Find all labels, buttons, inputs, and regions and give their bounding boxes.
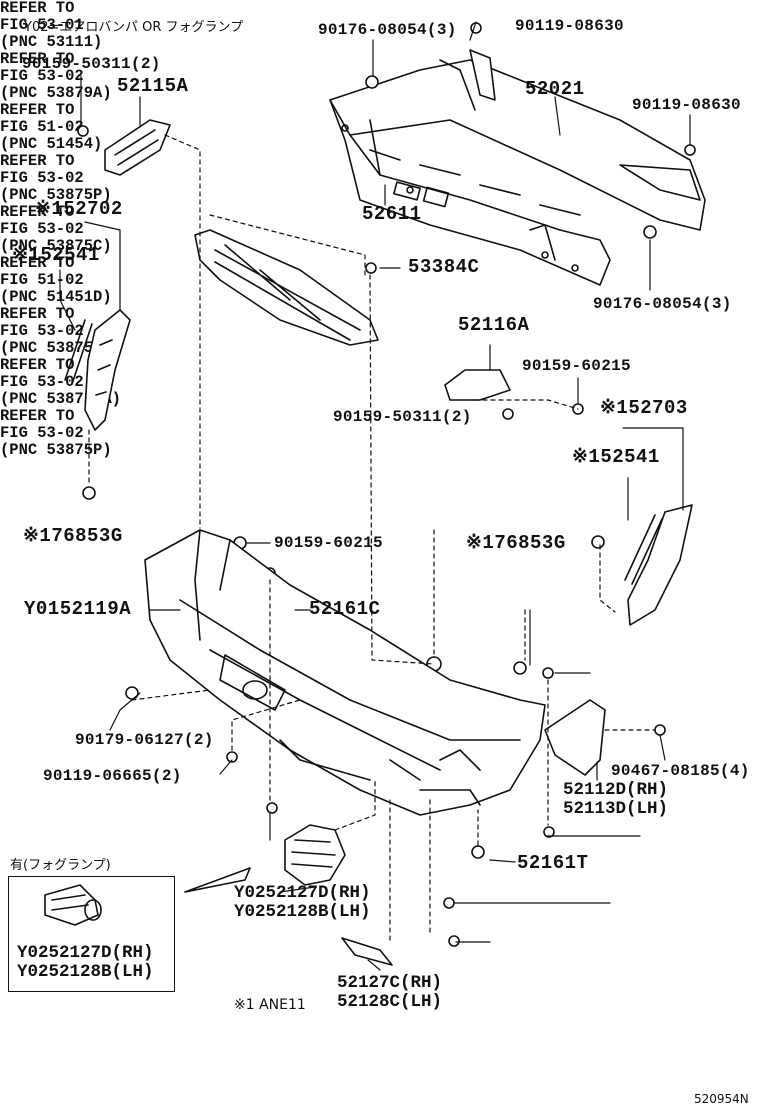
label-52702: ※152702 — [35, 198, 123, 220]
label-90119-08630-right: 90119-08630 — [632, 96, 741, 114]
label-52116A: 52116A — [458, 314, 530, 336]
label-90467-08185: 90467-08185(4) — [611, 762, 750, 780]
label-76853G-left: ※176853G — [23, 525, 123, 547]
assembly-lines — [88, 134, 656, 941]
label-Y0152119A: Y0152119A — [24, 598, 132, 620]
fog-lamp-cover — [184, 824, 346, 893]
inset-fog-lamp-drawing — [44, 884, 102, 926]
label-Y0252127D-Y0252128B: Y0252127D(RH) Y0252128B(LH) — [234, 884, 371, 922]
ref-fig-53-02-53879A: REFER TO FIG 53-02 (PNC 53879A) — [0, 50, 112, 102]
inset-title: 有(フォグランプ) — [10, 858, 111, 873]
label-52112D-52113D: 52112D(RH) 52113D(LH) — [563, 781, 668, 819]
label-90159-50311-mid: 90159-50311(2) — [333, 408, 472, 426]
label-90176-08054-top: 90176-08054(3) — [318, 21, 457, 39]
retainer-52116A — [444, 369, 511, 401]
label-90119-08630-top: 90119-08630 — [515, 17, 624, 35]
ref-fig-51-02-51454: REFER TO FIG 51-02 (PNC 51454) — [0, 101, 103, 153]
lower-trim-52127C — [341, 937, 393, 966]
figure-id: 520954N — [694, 1092, 749, 1106]
label-52611: 52611 — [362, 203, 422, 225]
label-52541-right: ※152541 — [572, 446, 660, 468]
inset-part-labels: Y0252127D(RH) Y0252128B(LH) — [17, 944, 154, 982]
inset-box — [8, 876, 175, 992]
ref-fig-53-02-53875C: REFER TO FIG 53-02 (PNC 53875C) — [0, 203, 112, 255]
label-52113D: 52113D(LH) — [563, 799, 669, 819]
label-52161T: 52161T — [517, 852, 589, 874]
bumper-cover — [144, 529, 546, 816]
side-retainer-52702 — [64, 309, 131, 431]
label-52541-left: ※152541 — [12, 244, 100, 266]
ref-fig-53-02-53875P-a: REFER TO FIG 53-02 (PNC 53875P) — [0, 152, 112, 204]
label-90176-08054-right: 90176-08054(3) — [593, 295, 732, 313]
label-90179-06127: 90179-06127(2) — [75, 731, 214, 749]
bumper-reinforcement-52021 — [329, 49, 706, 286]
label-90159-60215-right: 90159-60215 — [522, 357, 631, 375]
label-52703: ※152703 — [600, 397, 688, 419]
ref-fig-53-01-53111: REFER TO FIG 53-01 (PNC 53111) — [0, 0, 103, 51]
radiator-grille — [194, 229, 379, 346]
label-52112D: 52112D(RH) — [563, 780, 669, 800]
label-52128C: 52128C(LH) — [337, 992, 443, 1012]
label-53384C: 53384C — [408, 256, 480, 278]
ref-fig-53-02-53875P-c: REFER TO FIG 53-02 (PNC 53875P) — [0, 407, 112, 459]
label-90159-60215-mid: 90159-60215 — [274, 534, 383, 552]
label-52115A: 52115A — [117, 75, 189, 97]
leader-lines — [59, 21, 691, 971]
ref-fig-53-02-53875CA: REFER TO FIG 53-02 (PNC 53875CA) — [0, 356, 121, 408]
label-52127C-52128C: 52127C(RH) 52128C(LH) — [337, 974, 442, 1012]
inset-part-lh: Y0252128B(LH) — [17, 962, 154, 982]
header-note: Y02=エアロバンパ OR フォグランプ — [24, 20, 244, 35]
label-52161C: 52161C — [309, 598, 381, 620]
label-76853G-right: ※176853G — [466, 532, 566, 554]
footnote: ※1 ANE11 — [234, 997, 306, 1013]
label-52021: 52021 — [525, 78, 585, 100]
label-90119-06665: 90119-06665(2) — [43, 767, 182, 785]
spoiler-52112D — [544, 699, 606, 776]
label-Y0252127D: Y0252127D(RH) — [234, 883, 371, 903]
label-90159-50311-left: 90159-50311(2) — [22, 55, 161, 73]
retainer-52115A — [104, 119, 171, 176]
label-52127C: 52127C(RH) — [337, 973, 443, 993]
fastener-symbols — [77, 22, 696, 947]
inset-part-rh: Y0252127D(RH) — [17, 943, 154, 963]
side-retainer-52703 — [624, 504, 693, 626]
label-Y0252128B: Y0252128B(LH) — [234, 902, 371, 922]
